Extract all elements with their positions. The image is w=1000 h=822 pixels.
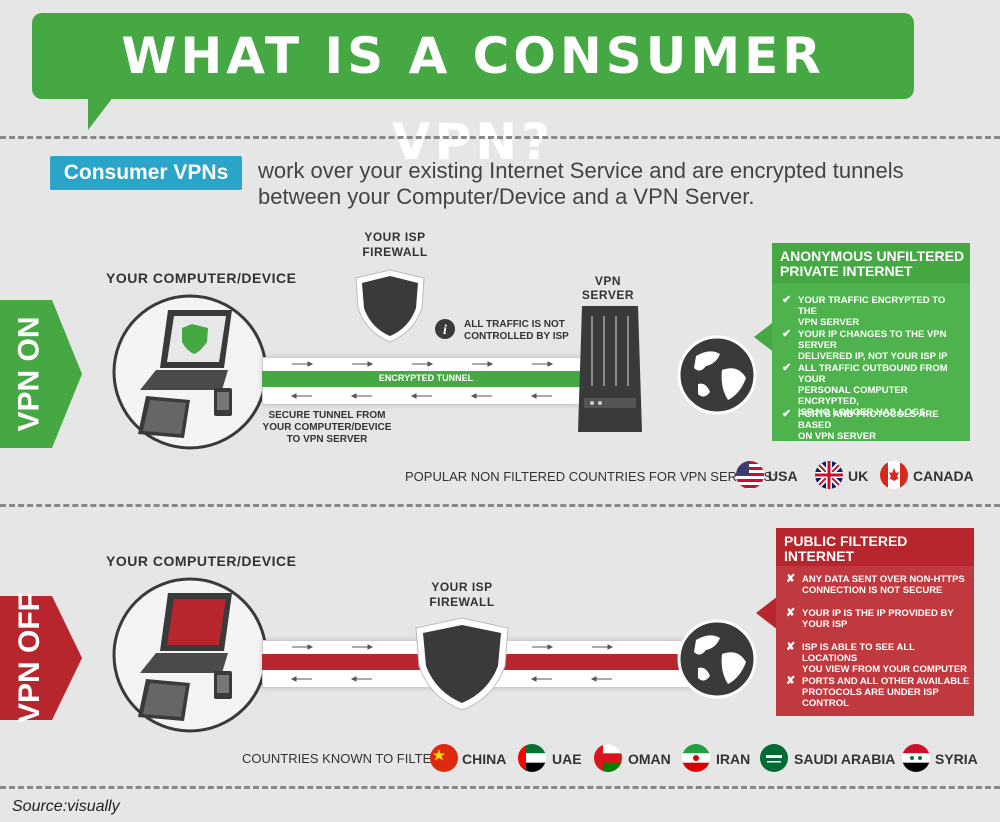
vpn-on-panel-item: ✔ YOUR TRAFFIC ENCRYPTED TO THE VPN SERV… (782, 294, 946, 329)
vpn-on-panel-item: ✔ ALL TRAFFIC OUTBOUND FROM YOUR PERSONA… (782, 362, 948, 419)
saudi-arabia-flag-icon (760, 744, 788, 772)
firewall-shield-icon (415, 617, 509, 711)
vpn-on-firewall-label: YOUR ISP FIREWALL (362, 230, 428, 259)
usa-flag-icon (736, 461, 764, 489)
cross-icon: ✘ (786, 641, 796, 653)
country-uae: UAE (552, 751, 582, 767)
vpn-off-panel-item: ✘ ANY DATA SENT OVER NON-HTTPS CONNECTIO… (786, 573, 965, 597)
intro-badge: Consumer VPNs (50, 156, 242, 190)
country-syria: SYRIA (935, 751, 978, 767)
vpn-off-label: VPN OFF (13, 592, 47, 724)
vpn-on-tunnel (262, 371, 590, 387)
country-canada: CANADA (913, 468, 974, 484)
china-flag-icon (430, 744, 458, 772)
country-saudi-arabia: SAUDI ARABIA (794, 751, 896, 767)
info-icon: i (435, 319, 455, 339)
uk-flag-icon (815, 461, 843, 489)
vpn-on-panel: ANONYMOUS UNFILTERED PRIVATE INTERNET ✔ … (772, 243, 970, 443)
vpn-on-panel-title: ANONYMOUS UNFILTERED PRIVATE INTERNET (780, 248, 965, 279)
vpn-on-panel-item: ✔ PORTS AND PROTOCOLS ARE BASED ON VPN S… (782, 408, 939, 443)
vpn-on-label: VPN ON (13, 316, 46, 432)
country-uk: UK (848, 468, 869, 484)
tunnel-arrows (290, 361, 554, 399)
globe-icon (677, 619, 757, 699)
country-china: CHINA (462, 751, 507, 767)
country-oman: OMAN (628, 751, 671, 767)
title-bubble-tail (88, 96, 114, 130)
source-credit: Source:visually (12, 798, 120, 815)
traffic-note: ALL TRAFFIC IS NOT CONTROLLED BY ISP (464, 319, 569, 342)
vpn-off-device-circle (112, 577, 268, 733)
phone-icon (214, 671, 232, 699)
vpn-off-panel-item: ✘ ISP IS ABLE TO SEE ALL LOCATIONS YOU V… (786, 641, 968, 676)
cross-icon: ✘ (786, 675, 796, 687)
check-icon: ✔ (782, 408, 792, 420)
vpn-off-panel-title: PUBLIC FILTERED INTERNET (784, 533, 908, 564)
cross-icon: ✘ (786, 607, 796, 619)
vpn-on-tab (0, 300, 82, 448)
iran-flag-icon (682, 744, 710, 772)
panel-pointer (754, 320, 776, 354)
vpn-server-label: VPN SERVER (581, 274, 635, 302)
vpn-off-tab (0, 596, 82, 720)
country-iran: IRAN (716, 751, 751, 767)
check-icon: ✔ (782, 362, 792, 374)
tunnel-arrows (290, 644, 614, 682)
oman-flag-icon (594, 744, 622, 772)
syria-flag-icon (902, 744, 930, 772)
divider-top (0, 136, 1000, 139)
intro-text: work over your existing Internet Service… (258, 158, 978, 210)
secure-tunnel-note: SECURE TUNNEL FROM YOUR COMPUTER/DEVICE … (262, 410, 392, 445)
check-icon: ✔ (782, 294, 792, 306)
vpn-off-computer-label: YOUR COMPUTER/DEVICE (106, 553, 297, 569)
phone-icon (214, 388, 232, 416)
uae-flag-icon (518, 744, 546, 772)
laptop-icon (140, 593, 232, 673)
country-usa: USA (768, 468, 798, 484)
tunnel-label: ENCRYPTED TUNNEL (378, 373, 474, 383)
divider-middle (0, 504, 1000, 507)
panel-pointer (756, 596, 778, 630)
vpn-off-countries-label: COUNTRIES KNOWN TO FILTER: (242, 751, 445, 766)
vpn-off-panel-item: ✘ PORTS AND ALL OTHER AVAILABLE PROTOCOL… (786, 675, 970, 710)
tablet-icon (138, 679, 190, 721)
cross-icon: ✘ (786, 573, 796, 585)
page-title: WHAT IS A CONSUMER VPN? (121, 27, 825, 171)
shield-icon (182, 324, 208, 354)
svg-text:i: i (443, 323, 447, 338)
vpn-on-panel-item: ✔ YOUR IP CHANGES TO THE VPN SERVER DELI… (782, 328, 948, 363)
globe-icon (677, 335, 757, 415)
firewall-shield-icon (355, 269, 425, 343)
server-icon (578, 306, 642, 432)
intro-line-1: work over your existing Internet Service… (258, 158, 904, 183)
vpn-on-device-circle (112, 294, 268, 450)
vpn-off-panel-item: ✘ YOUR IP IS THE IP PROVIDED BY YOUR ISP (786, 607, 954, 631)
canada-flag-icon (880, 461, 908, 489)
check-icon: ✔ (782, 328, 792, 340)
vpn-on-computer-label: YOUR COMPUTER/DEVICE (106, 270, 297, 286)
title-bubble (32, 13, 914, 99)
vpn-off-firewall-label: YOUR ISP FIREWALL (429, 580, 495, 609)
intro-line-2: between your Computer/Device and a VPN S… (258, 184, 755, 209)
tablet-icon (138, 396, 190, 438)
divider-bottom (0, 786, 1000, 789)
vpn-off-panel: PUBLIC FILTERED INTERNET ✘ ANY DATA SENT… (776, 528, 974, 716)
vpn-on-countries-label: POPULAR NON FILTERED COUNTRIES FOR VPN S… (405, 469, 776, 484)
